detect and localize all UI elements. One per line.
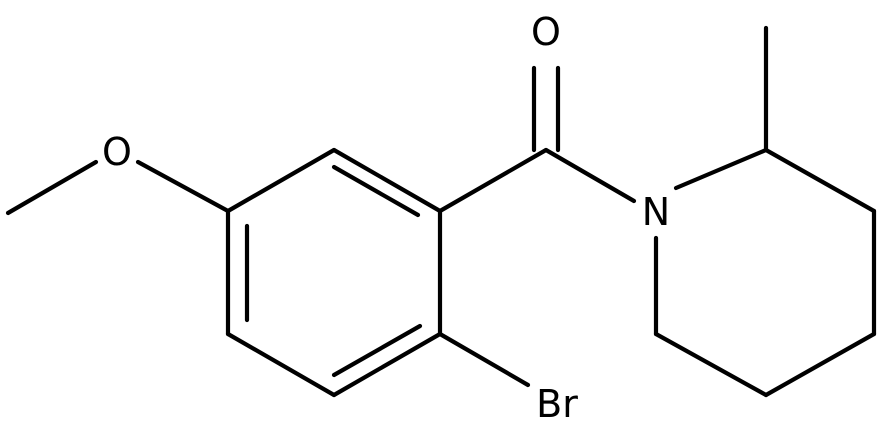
bond-ring-c2-c3 <box>225 147 337 214</box>
atom-label-Br: Br <box>536 382 578 426</box>
bond-ring-to-Br <box>437 331 531 388</box>
bond-ring-c4-c5 <box>225 331 337 398</box>
bond-ring-to-methoxy-O <box>135 159 231 214</box>
bond-c5-to-c6 <box>653 331 769 398</box>
atom-label-carbonyl-O: O <box>531 10 561 54</box>
bond-ring-inner-1 <box>331 164 421 218</box>
bond-ring-inner-3 <box>331 323 423 378</box>
bond-c4-to-c5 <box>763 331 877 398</box>
bond-N-to-c2 <box>673 147 769 191</box>
bond-carbonyl-to-N <box>543 147 637 204</box>
bond-ring-c1-c2 <box>331 147 443 214</box>
bond-c2-to-c3 <box>763 147 877 214</box>
bond-ring-c5-c6 <box>331 331 443 398</box>
atom-label-methoxy-O: O <box>102 130 132 174</box>
bond-methoxy-O-to-CH3 <box>5 159 99 216</box>
atom-label-N: N <box>642 190 670 234</box>
bond-carbonyl-to-ring <box>437 147 549 214</box>
